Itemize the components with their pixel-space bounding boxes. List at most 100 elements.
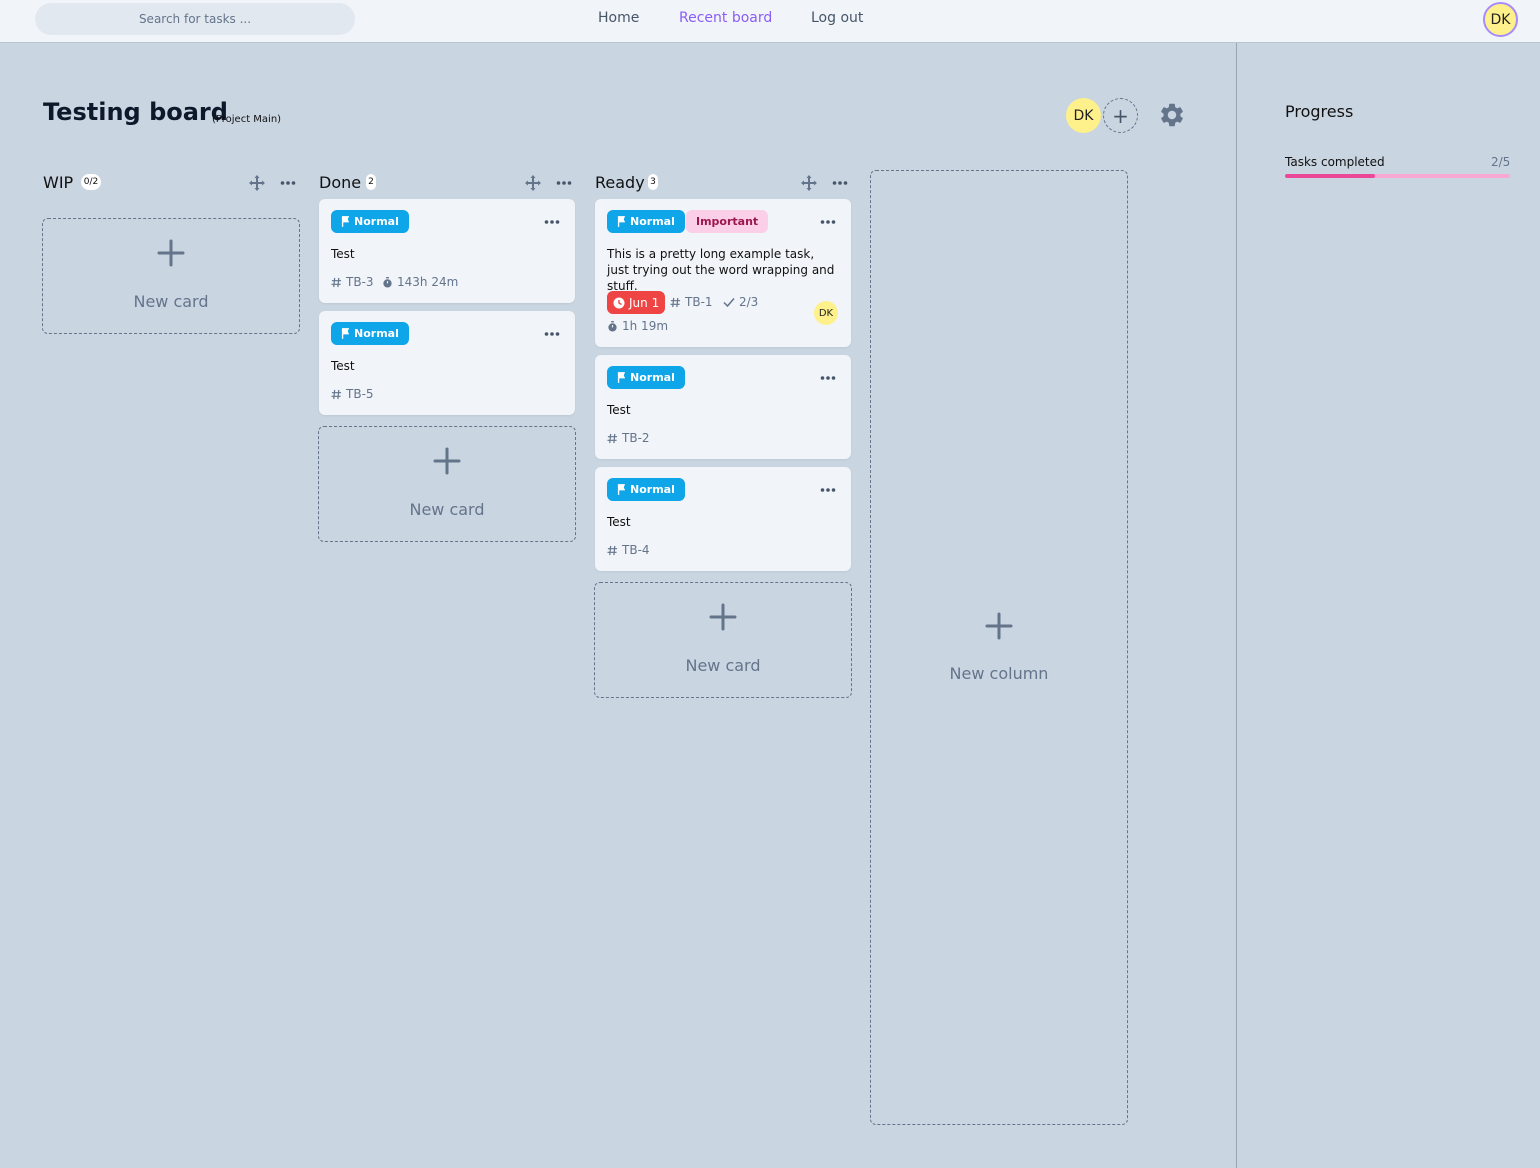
board-project-label: (Project Main) [212,114,282,125]
card-id-text: TB-2 [622,431,650,445]
progress-bar-fill [1285,174,1375,178]
nav-home-link[interactable]: Home [598,10,640,26]
new-card-button[interactable]: New card [318,426,576,542]
card-title: Test [331,247,355,261]
card-id-text: TB-4 [622,543,650,557]
assignee-avatar[interactable]: DK [814,301,838,325]
card-id: TB-3 [331,275,374,289]
board-title: Testing board [43,98,228,126]
card-id-text: TB-3 [346,275,374,289]
add-member-button[interactable]: + [1103,98,1138,133]
card-title: Test [331,359,355,373]
new-column-label: New column [949,664,1049,683]
new-card-label: New card [409,500,485,519]
move-icon[interactable] [248,174,266,192]
important-tag[interactable]: Important [686,210,769,233]
progress-title: Progress [1285,102,1354,121]
dots-icon[interactable] [819,481,837,499]
plus-icon [157,239,185,267]
dots-icon[interactable] [831,174,849,192]
card-id-text: TB-1 [685,295,713,309]
priority-tag-label: Normal [630,483,675,496]
card-id: TB-5 [331,387,374,401]
card-id: TB-2 [607,431,650,445]
priority-tag[interactable]: Normal [607,210,685,233]
task-card[interactable]: Normal Test TB-5 [319,311,575,415]
checklist-progress: 2/3 [723,295,758,309]
due-date-text: Jun 1 [629,295,660,310]
time-tracked: 1h 19m [607,319,668,333]
search-input[interactable] [35,3,355,35]
time-tracked-text: 143h 24m [397,275,459,289]
priority-tag[interactable]: Normal [607,366,685,389]
hash-icon [607,545,618,556]
plus-icon [985,612,1013,640]
column-header-wip: WIP 0/2 [43,172,299,194]
dots-icon[interactable] [543,325,561,343]
priority-tag[interactable]: Normal [607,478,685,501]
hash-icon [331,277,342,288]
move-icon[interactable] [800,174,818,192]
hash-icon [331,389,342,400]
column-header-done: Done 2 [319,172,575,194]
nav-logout-link[interactable]: Log out [811,10,864,26]
checklist-text: 2/3 [739,295,759,309]
dots-icon[interactable] [819,213,837,231]
progress-value: 2/5 [1491,155,1511,169]
column-count-badge: 3 [648,174,658,190]
flag-icon [341,216,350,227]
priority-tag-label: Normal [354,327,399,340]
card-id-text: TB-5 [346,387,374,401]
dots-icon[interactable] [819,369,837,387]
progress-bar [1285,174,1510,178]
dots-icon[interactable] [543,213,561,231]
hash-icon [670,297,681,308]
move-icon[interactable] [524,174,542,192]
task-card[interactable]: Normal Test TB-2 [595,355,851,459]
flag-icon [617,216,626,227]
column-count-badge: 0/2 [81,174,101,190]
priority-tag-label: Normal [354,215,399,228]
top-navbar: Home Recent board Log out DK [0,0,1540,43]
column-count-badge: 2 [366,174,376,190]
new-card-button[interactable]: New card [594,582,852,698]
card-id: TB-1 [670,295,713,309]
task-card[interactable]: Normal Test TB-4 [595,467,851,571]
flag-icon [617,372,626,383]
progress-sidebar: Progress Tasks completed 2/5 [1236,43,1540,1168]
dots-icon[interactable] [555,174,573,192]
priority-tag[interactable]: Normal [331,322,409,345]
gear-icon[interactable] [1158,101,1186,129]
clock-icon [613,297,625,309]
priority-tag[interactable]: Normal [331,210,409,233]
card-title: Test [607,403,631,417]
nav-recent-board-link[interactable]: Recent board [679,10,773,26]
stopwatch-icon [607,321,618,332]
new-card-label: New card [133,292,209,311]
column-header-ready: Ready 3 [595,172,851,194]
time-tracked: 143h 24m [382,275,458,289]
new-column-button[interactable]: New column [870,170,1128,1125]
dots-icon[interactable] [279,174,297,192]
priority-tag-label: Normal [630,215,675,228]
task-card[interactable]: Normal Test TB-3 143h 24m [319,199,575,303]
check-icon [723,296,735,308]
task-card[interactable]: Normal Important This is a pretty long e… [595,199,851,347]
card-title: Test [607,515,631,529]
new-card-button[interactable]: New card [42,218,300,334]
hash-icon [607,433,618,444]
important-tag-label: Important [696,215,759,228]
due-date-badge[interactable]: Jun 1 [607,291,666,314]
board-member-avatar[interactable]: DK [1066,98,1101,133]
column-title: WIP [43,173,74,192]
card-title: This is a pretty long example task, just… [607,247,835,293]
time-tracked-text: 1h 19m [622,319,669,333]
progress-label: Tasks completed [1285,155,1385,169]
column-title: Ready [595,173,645,192]
stopwatch-icon [382,277,393,288]
priority-tag-label: Normal [630,371,675,384]
column-title: Done [319,173,362,192]
new-card-label: New card [685,656,761,675]
user-avatar[interactable]: DK [1483,2,1518,37]
flag-icon [341,328,350,339]
